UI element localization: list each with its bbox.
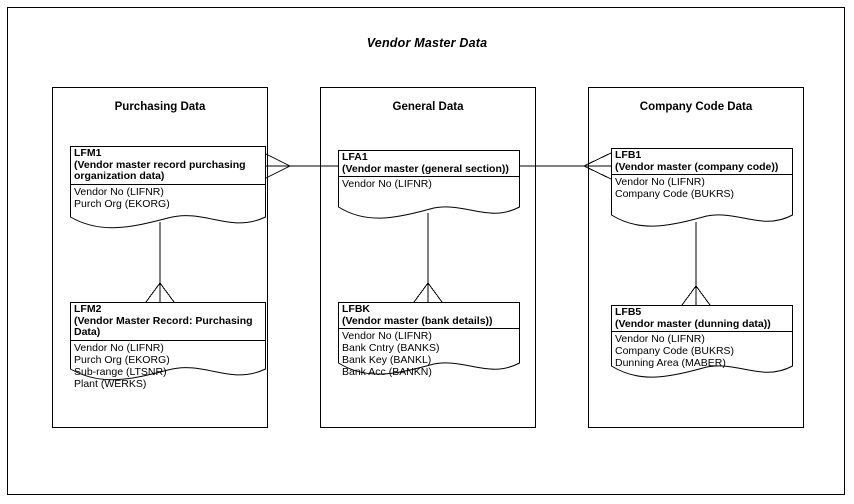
entity-content-lfm1: LFM1 (Vendor master record purchasing or… — [70, 146, 266, 210]
entity-table-lfb5: LFB5 — [615, 306, 642, 318]
entity-lfm2[interactable]: LFM2 (Vendor Master Record: Purchasing D… — [70, 302, 266, 390]
entity-fields-lfm2: Vendor No (LIFNR) Purch Org (EKORG) Sub-… — [70, 341, 266, 390]
entity-shape-lfb1 — [611, 148, 793, 227]
entity-header-lfbk: LFBK (Vendor master (bank details)) — [338, 303, 520, 328]
entity-field: Bank Key (BANKL) — [342, 354, 432, 366]
entity-header-lfm2: LFM2 (Vendor Master Record: Purchasing D… — [70, 303, 266, 340]
page-title: Vendor Master Data — [366, 36, 488, 50]
entity-table-lfm1: LFM1 — [74, 147, 102, 159]
entity-fields-lfb1: Vendor No (LIFNR) Company Code (BUKRS) — [611, 175, 793, 200]
entity-fields-lfm1: Vendor No (LIFNR) Purch Org (EKORG) — [70, 185, 266, 210]
entity-field: Purch Org (EKORG) — [74, 197, 170, 210]
entity-field: Plant (WERKS) — [74, 377, 147, 390]
group-box-purchasing: Purchasing Data — [52, 87, 268, 428]
entity-field: Bank Acc (BANKN) — [342, 366, 432, 378]
entity-shape-lfa1 — [338, 150, 520, 219]
entity-field: Vendor No (LIFNR) — [615, 176, 705, 188]
group-box-company: Company Code Data — [588, 87, 804, 428]
entity-header-lfb1: LFB1 (Vendor master (company code)) — [611, 149, 793, 174]
entity-desc-lfbk: (Vendor master (bank details)) — [342, 314, 493, 327]
entity-desc-lfb1: (Vendor master (company code)) — [615, 160, 779, 173]
entity-content-lfa1: LFA1 (Vendor master (general section)) V… — [338, 150, 520, 190]
entity-lfb1[interactable]: LFB1 (Vendor master (company code)) Vend… — [611, 148, 793, 228]
entity-table-lfm2: LFM2 — [74, 303, 102, 315]
entity-content-lfb1: LFB1 (Vendor master (company code)) Vend… — [611, 148, 793, 200]
entity-shape-lfm1 — [70, 146, 266, 229]
entity-field: Vendor No (LIFNR) — [615, 333, 705, 345]
entity-desc-lfb5: (Vendor master (dunning data)) — [615, 317, 771, 330]
entity-separator-lfm2 — [70, 339, 266, 341]
entity-table-lfb1: LFB1 — [615, 149, 642, 161]
entity-field: Company Code (BUKRS) — [615, 188, 735, 200]
entity-header-lfa1: LFA1 (Vendor master (general section)) — [338, 151, 520, 176]
entity-table-lfbk: LFBK — [342, 303, 370, 315]
entity-field: Sub-range (LTSNR) — [74, 365, 167, 378]
entity-header-lfb5: LFB5 (Vendor master (dunning data)) — [611, 306, 793, 331]
entity-content-lfb5: LFB5 (Vendor master (dunning data)) Vend… — [611, 305, 793, 369]
entity-lfbk[interactable]: LFBK (Vendor master (bank details)) Vend… — [338, 302, 520, 378]
entity-fields-lfbk: Vendor No (LIFNR) Bank Cntry (BANKS) Ban… — [338, 329, 520, 378]
group-title-purchasing: Purchasing Data — [114, 101, 206, 113]
entity-desc-lfa1: (Vendor master (general section)) — [342, 162, 509, 175]
entity-field: Dunning Area (MABER) — [615, 357, 726, 369]
entity-shape-lfb5 — [611, 305, 793, 378]
page-border — [7, 7, 845, 495]
entity-header-lfm1: LFM1 (Vendor master record purchasing or… — [70, 147, 266, 184]
group-title-general: General Data — [392, 101, 464, 113]
entity-desc-lfm1: (Vendor master record purchasing organiz… — [74, 158, 246, 182]
entity-desc-lfm2: (Vendor Master Record: Purchasing Data) — [74, 314, 253, 338]
entity-content-lfbk: LFBK (Vendor master (bank details)) Vend… — [338, 302, 520, 378]
entity-separator-lfb1 — [611, 174, 793, 175]
entity-separator-lfm1 — [70, 183, 266, 185]
entity-separator-lfbk — [338, 328, 520, 329]
entity-field: Vendor No (LIFNR) — [342, 330, 432, 342]
group-title-company: Company Code Data — [639, 101, 753, 113]
entity-table-lfa1: LFA1 — [342, 151, 368, 163]
entity-field: Purch Org (EKORG) — [74, 353, 170, 366]
entity-separator-lfa1 — [338, 176, 520, 177]
entity-field: Vendor No (LIFNR) — [74, 341, 164, 354]
entity-field: Bank Cntry (BANKS) — [342, 342, 440, 354]
group-box-general: General Data — [320, 87, 536, 428]
entity-lfm1[interactable]: LFM1 (Vendor master record purchasing or… — [70, 146, 266, 230]
entity-lfb5[interactable]: LFB5 (Vendor master (dunning data)) Vend… — [611, 305, 793, 379]
entity-shape-lfm2 — [70, 302, 266, 381]
entity-fields-lfb5: Vendor No (LIFNR) Company Code (BUKRS) D… — [611, 332, 793, 369]
entity-field: Company Code (BUKRS) — [615, 345, 735, 357]
entity-shape-lfbk — [338, 302, 520, 375]
entity-separator-lfb5 — [611, 331, 793, 332]
entity-lfa1[interactable]: LFA1 (Vendor master (general section)) V… — [338, 150, 520, 220]
entity-field: Vendor No (LIFNR) — [342, 178, 432, 190]
entity-fields-lfa1: Vendor No (LIFNR) — [338, 177, 520, 190]
entity-content-lfm2: LFM2 (Vendor Master Record: Purchasing D… — [70, 302, 266, 390]
entity-field: Vendor No (LIFNR) — [74, 185, 164, 198]
